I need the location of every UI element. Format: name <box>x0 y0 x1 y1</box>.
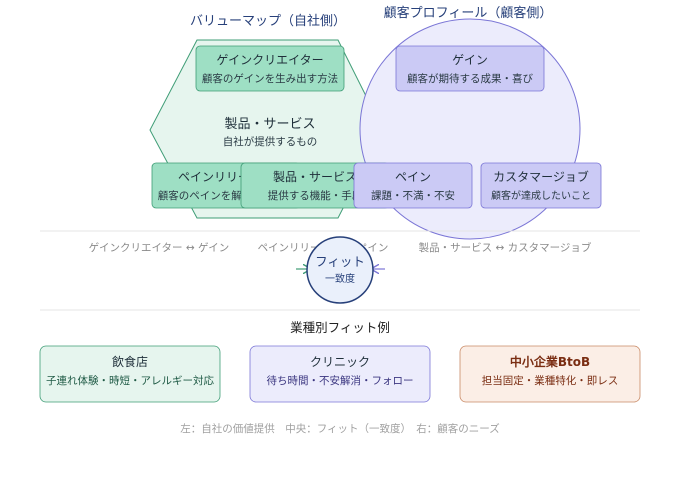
customer-job-title: カスタマージョブ <box>493 169 589 184</box>
mapping-gain: ゲインクリエイター ↔ ゲイン <box>89 242 230 254</box>
example-desc-smb: 担当固定・業種特化・即レス <box>482 374 619 387</box>
product-service-card: 製品・サービス 提供する機能・手段 <box>240 162 390 209</box>
pain-title: ペイン <box>395 170 431 184</box>
customer-job-desc: 顧客が達成したいこと <box>491 189 591 202</box>
example-card-smb: 中小企業BtoB 担当固定・業種特化・即レス <box>459 345 641 403</box>
value-map-title: バリューマップ（自社側） <box>190 13 346 29</box>
gain-creator-title: ゲインクリエイター <box>216 53 323 67</box>
example-title-clinic: クリニック <box>310 355 370 369</box>
example-desc-restaurant: 子連れ体験・時短・アレルギー対応 <box>46 374 214 387</box>
gain-desc: 顧客が期待する成果・喜び <box>407 72 533 85</box>
examples-title: 業種別フィット例 <box>290 320 390 335</box>
product-service-card-title: 製品・サービス <box>273 170 357 184</box>
gain-card: ゲイン 顧客が期待する成果・喜び <box>395 45 545 92</box>
example-title-smb: 中小企業BtoB <box>510 354 590 369</box>
gain-creator-desc: 顧客のゲインを生み出す方法 <box>202 72 338 85</box>
fit-title: フィット <box>315 254 365 269</box>
example-desc-clinic: 待ち時間・不安解消・フォロー <box>267 374 414 387</box>
example-card-clinic: クリニック 待ち時間・不安解消・フォロー <box>249 345 431 403</box>
product-title: 製品・サービス <box>224 117 315 132</box>
customer-job-card: カスタマージョブ 顧客が達成したいこと <box>480 162 602 209</box>
pain-card: ペイン 課題・不満・不安 <box>353 162 473 209</box>
fit-subtitle: 一致度 <box>325 272 355 285</box>
gain-title: ゲイン <box>452 53 488 67</box>
product-desc: 自社が提供するもの <box>223 135 318 148</box>
example-card-restaurant: 飲食店 子連れ体験・時短・アレルギー対応 <box>39 345 221 403</box>
mapping-job: 製品・サービス ↔ カスタマージョブ <box>419 241 592 254</box>
pain-desc: 課題・不満・不安 <box>371 189 455 202</box>
product-service-card-desc: 提供する機能・手段 <box>268 189 363 202</box>
customer-profile-title: 顧客プロフィール（顧客側） <box>384 5 553 21</box>
legend: 左：自社の価値提供 中央：フィット（一致度） 右：顧客のニーズ <box>180 422 500 435</box>
fit-circle: フィット 一致度 <box>306 236 374 304</box>
gain-creator-card: ゲインクリエイター 顧客のゲインを生み出す方法 <box>195 45 345 92</box>
example-title-restaurant: 飲食店 <box>112 354 148 369</box>
